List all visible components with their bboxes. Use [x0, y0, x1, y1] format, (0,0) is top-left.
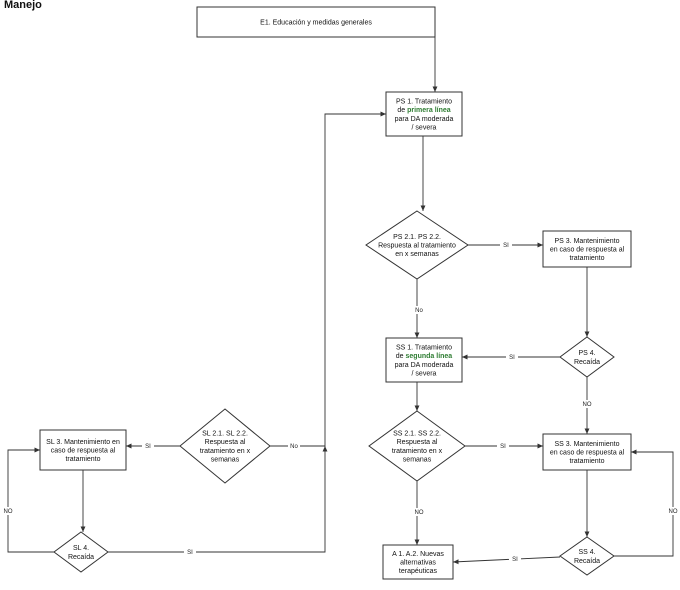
node-ss4: SS 4. Recaída	[559, 536, 615, 576]
node-ss4-text-line: Recaída	[574, 558, 600, 565]
node-ss21-text-line: Respuesta al	[397, 439, 438, 446]
edge-label-bg	[2, 507, 14, 515]
edge-ss4_a1	[452, 556, 561, 565]
node-ss3-text-line: SS 3. Mantenimiento	[555, 441, 620, 448]
node-sl3: SL 3. Mantenimiento en caso de respuesta …	[39, 429, 127, 471]
edge-label-sl21_sl3: SI	[145, 444, 151, 450]
node-ps1-text-line: / severa	[412, 124, 437, 131]
edge-label-bg	[509, 555, 521, 563]
edge-label-bg	[184, 548, 196, 556]
edge-label-ss4_ss3: NO	[669, 509, 678, 515]
node-ps21-text-line: en x semanas	[395, 251, 439, 258]
node-ps4-diamond	[559, 336, 615, 378]
edge-label-sl4_sl3: NO	[4, 509, 13, 515]
node-sl21-text-line: SL 2.1. SL 2.2.	[202, 431, 248, 438]
edge-ss4_ss3	[614, 449, 674, 557]
node-sl4-text-line: SL 4.	[73, 545, 89, 552]
node-ps4-text-line: PS 4.	[578, 350, 595, 357]
node-e1-text-line: E1. Educación y medidas generales	[260, 20, 372, 27]
edge-label-bg	[413, 508, 425, 516]
edge-label-bg	[506, 353, 518, 361]
node-sl3-text-line: SL 3. Mantenimiento en	[46, 439, 120, 446]
node-ps3: PS 3. Mantenimiento en caso de respuesta …	[542, 230, 632, 268]
edge-label-ss4_a1: SI	[512, 557, 518, 563]
node-ss4-text-line: SS 4.	[578, 549, 595, 556]
edge-label-bg	[497, 442, 509, 450]
edge-label-ss21_ss3: SI	[500, 444, 506, 450]
node-sl4-diamond	[53, 531, 109, 573]
node-ps1-text-line: para DA moderada	[395, 116, 454, 123]
node-a1-text-line: terapéuticas	[399, 568, 438, 575]
node-sl3-text-line: caso de respuesta al	[51, 448, 116, 455]
edge-label-bg	[667, 507, 679, 515]
node-sl21: SL 2.1. SL 2.2.Respuesta al tratamiento e…	[179, 408, 271, 484]
node-ss1-text-line: para DA moderada	[395, 362, 454, 369]
edge-label-ps21_ss1: No	[415, 308, 423, 314]
node-ps3-text-line: en caso de respuesta al	[550, 247, 625, 254]
node-sl4: SL 4. Recaída	[53, 531, 109, 573]
node-sl21-text-line: Respuesta al	[205, 439, 246, 446]
edge-label-ss21_a1: NO	[415, 510, 424, 516]
node-ss1-text-line: de segunda línea	[396, 353, 453, 360]
node-e1: E1. Educación y medidas generales	[196, 6, 436, 38]
node-ss21-text-line: SS 2.1. SS 2.2.	[393, 431, 441, 438]
node-ps3-box	[542, 230, 632, 268]
node-ps3-text-line: tratamiento	[569, 255, 604, 262]
node-a1-box	[382, 544, 454, 580]
node-ss21-text-line: tratamiento en x	[392, 448, 443, 455]
edge-label-ps21_ps3: SI	[503, 243, 509, 249]
node-sl21-diamond	[179, 408, 271, 484]
node-e1-box	[196, 6, 436, 38]
node-ss4-diamond	[559, 536, 615, 576]
node-ps1-text-line: de primera línea	[397, 107, 450, 114]
node-ps21-text-line: Respuesta al tratamiento	[378, 243, 456, 250]
node-ps3-text-line: PS 3. Mantenimiento	[555, 238, 620, 245]
node-sl3-box	[39, 429, 127, 471]
node-ss3-box	[542, 433, 632, 471]
node-a1-text-line: alternativas	[400, 560, 436, 567]
node-ss21: SS 2.1. SS 2.2.Respuesta al tratamiento e…	[368, 410, 466, 482]
node-sl21-text-line: tratamiento en x	[200, 448, 251, 455]
edge-label-sl4_ps1: SI	[187, 550, 193, 556]
edge-label-bg	[413, 306, 425, 314]
node-sl4-text-line: Recaída	[68, 554, 94, 561]
node-ps1-box	[385, 91, 463, 137]
page-title: Manejo	[4, 0, 42, 11]
edge-sl4_ps1	[108, 446, 328, 553]
node-a1-text-line: A 1. A.2. Nuevas	[392, 551, 444, 558]
node-ps21-text-line: PS 2.1. PS 2.2.	[393, 234, 441, 241]
node-ps4-text-line: Recaída	[574, 359, 600, 366]
node-ss3-text-line: tratamiento	[569, 458, 604, 465]
node-ps1-text-line: PS 1. Tratamiento	[396, 99, 452, 106]
edge-label-ps4_ss3: NO	[583, 402, 592, 408]
edge-label-bg	[581, 400, 593, 408]
node-ps21-diamond	[365, 210, 469, 280]
node-ss21-text-line: semanas	[403, 456, 432, 463]
node-sl21-text-line: semanas	[211, 456, 240, 463]
edge-label-bg	[142, 442, 154, 450]
node-ps21: PS 2.1. PS 2.2. Respuesta al tratamientoe…	[365, 210, 469, 280]
node-ss1-text-line: / severa	[412, 370, 437, 377]
node-sl3-text-line: tratamiento	[65, 456, 100, 463]
edge-label-bg	[500, 241, 512, 249]
node-ss21-diamond	[368, 410, 466, 482]
edge-label-bg	[288, 442, 300, 450]
edge-label-sl21_ps1: No	[290, 444, 298, 450]
node-ss3: SS 3. Mantenimiento en caso de respuesta …	[542, 433, 632, 471]
edge-sl4_sl3	[7, 447, 54, 553]
node-ss1-box	[385, 337, 463, 383]
edge-label-ps4_ss1: SI	[509, 355, 515, 361]
node-ss3-text-line: en caso de respuesta al	[550, 450, 625, 457]
node-ss1-text-line: SS 1. Tratamiento	[396, 345, 452, 352]
node-ps4: PS 4. Recaída	[559, 336, 615, 378]
edge-sl21_ps1	[270, 111, 386, 447]
